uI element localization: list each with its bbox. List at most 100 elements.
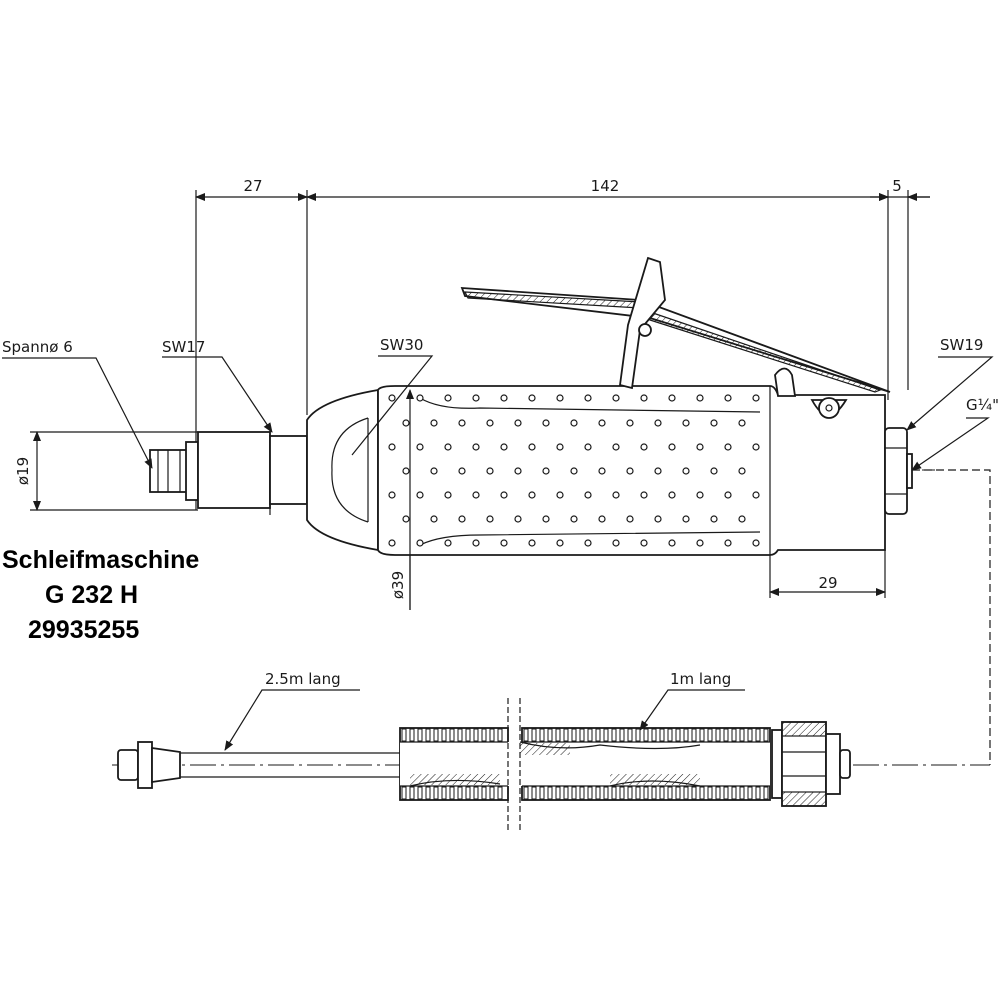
grip-dot — [612, 394, 620, 402]
hose-rib — [635, 786, 641, 800]
hose-rib — [699, 786, 705, 800]
grip-dot — [584, 394, 592, 402]
hose-rib — [755, 786, 761, 800]
label-sw17: SW17 — [162, 338, 205, 356]
hose-rib — [611, 728, 617, 742]
hose-rib — [627, 786, 633, 800]
grip-dot — [472, 394, 480, 402]
grip-dot — [696, 491, 704, 499]
grip-dot — [500, 394, 508, 402]
grip-dot — [584, 491, 592, 499]
leader-g14 — [911, 417, 990, 471]
hose-rib — [747, 786, 753, 800]
quick-coupling — [771, 721, 851, 807]
product-name: Schleifmaschine — [2, 546, 200, 574]
dim-142: 142 — [591, 177, 620, 195]
hose-rib — [595, 786, 601, 800]
hose-rib — [579, 786, 585, 800]
grip-dot — [682, 515, 690, 523]
grip-dot — [724, 539, 732, 547]
hose-rib — [659, 728, 665, 742]
hose-rib — [699, 728, 705, 742]
grip-dot — [640, 539, 648, 547]
grip-dot — [668, 443, 676, 451]
grip-dot — [556, 443, 564, 451]
leader-hose-long — [224, 689, 360, 751]
grip-dot — [542, 467, 550, 475]
hose-rib — [457, 728, 463, 742]
hose-rib — [409, 786, 415, 800]
grip-dot — [738, 467, 746, 475]
dim-d19: ø19 — [14, 457, 32, 485]
grip-dot — [640, 443, 648, 451]
grip-dot — [682, 419, 690, 427]
grip-dot — [402, 419, 410, 427]
hose-rib — [563, 728, 569, 742]
grip-dot — [626, 419, 634, 427]
label-hose-short: 1m lang — [670, 670, 731, 688]
grip-dot — [458, 467, 466, 475]
grip-dot — [640, 394, 648, 402]
grip-dot — [416, 491, 424, 499]
hose-rib — [731, 786, 737, 800]
dim-d39: ø39 — [389, 571, 407, 599]
grip-dot — [402, 467, 410, 475]
grip-dot — [584, 443, 592, 451]
grip-dot — [416, 443, 424, 451]
hose-rib — [587, 728, 593, 742]
hose-rib — [643, 786, 649, 800]
grip-dot — [430, 467, 438, 475]
product-number: 29935255 — [28, 616, 140, 644]
hose-rib — [401, 786, 407, 800]
hose-rib — [691, 786, 697, 800]
grip-dot — [570, 515, 578, 523]
hose-plug — [117, 741, 181, 789]
hose-rib — [539, 786, 545, 800]
hose-rib — [497, 786, 503, 800]
grip-dot — [640, 491, 648, 499]
hose-rib — [489, 728, 495, 742]
hose-rib — [441, 786, 447, 800]
grip-dot — [752, 443, 760, 451]
grip-dot — [416, 394, 424, 402]
grip-dot — [570, 419, 578, 427]
leader-spann — [2, 357, 153, 469]
hose-rib — [531, 728, 537, 742]
grip-dot — [528, 539, 536, 547]
hose-rib — [563, 786, 569, 800]
grip-dot — [416, 539, 424, 547]
leader-sw19 — [906, 356, 994, 431]
hose-rib — [497, 728, 503, 742]
hose-rib — [539, 728, 545, 742]
hose-rib — [409, 728, 415, 742]
hose-rib — [683, 786, 689, 800]
hose-rib — [739, 728, 745, 742]
label-spann: Spannø 6 — [2, 338, 73, 356]
grip-dot — [444, 491, 452, 499]
grip-dot — [752, 394, 760, 402]
hose-rib — [675, 786, 681, 800]
grip-dot — [388, 539, 396, 547]
hose-rib — [603, 728, 609, 742]
grip-dot — [696, 394, 704, 402]
grip-dot — [668, 394, 676, 402]
hose-rib — [555, 786, 561, 800]
grip-dot — [514, 515, 522, 523]
hose-rib — [715, 786, 721, 800]
hose-rib — [707, 786, 713, 800]
spindle-nut — [197, 425, 308, 515]
grip-dot — [696, 539, 704, 547]
grip-dot — [710, 467, 718, 475]
hose-rib — [449, 728, 455, 742]
hose-rib — [723, 728, 729, 742]
connection-line — [912, 469, 991, 765]
hose-rib — [449, 786, 455, 800]
dim-5: 5 — [892, 177, 902, 195]
hose-rib — [667, 728, 673, 742]
hose-rib — [763, 728, 769, 742]
hose-rib — [433, 786, 439, 800]
grip-dot — [430, 419, 438, 427]
grip-dot — [710, 419, 718, 427]
hose-rib — [425, 728, 431, 742]
hose-rib — [571, 786, 577, 800]
